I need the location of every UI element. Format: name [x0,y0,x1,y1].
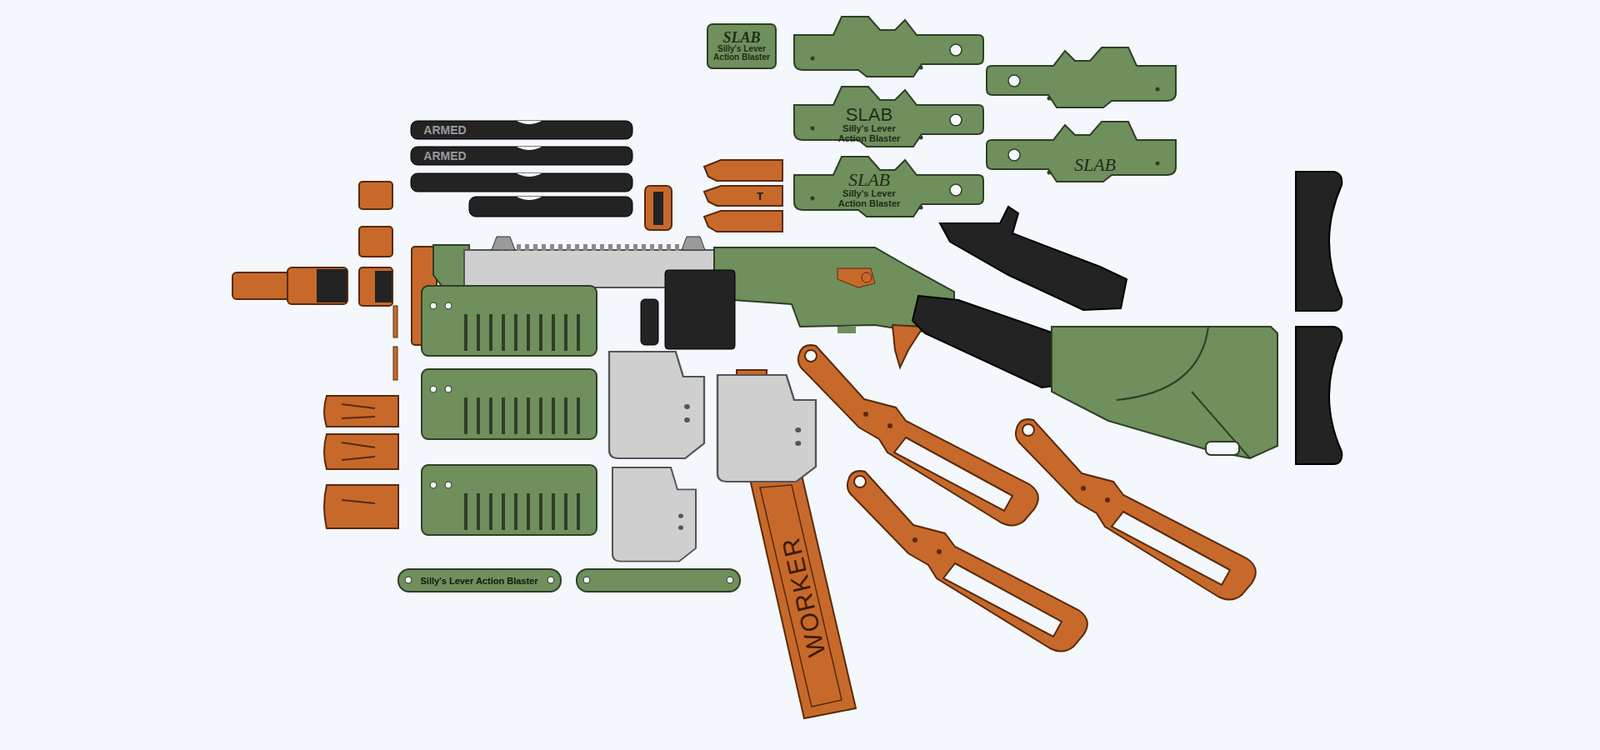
side-plate: SLABSilly's Lever Action Blaster [828,105,910,145]
part-label: Silly's Lever Action Blaster [420,576,539,586]
sling-strap: Silly's Lever Action Blaster [418,575,541,587]
armed-bar: ARMED [420,123,469,137]
logo-plate: SLABSilly's Lever Action Blaster [706,29,777,64]
side-plate: SLAB [1071,155,1119,175]
part-label: SLAB [1074,155,1116,175]
part-logo: SLAB [830,105,908,125]
magazine-body: WORKER [775,531,831,662]
part-label: Silly's Lever Action Blaster [830,124,908,144]
orange-part: T [754,190,766,203]
part-label: Silly's Lever Action Blaster [830,189,908,209]
part-label: ARMED [423,150,466,162]
side-plate: SLABSilly's Lever Action Blaster [828,170,910,210]
part-label: Silly's Lever Action Blaster [709,45,775,63]
part-label: ARMED [423,124,466,136]
part-label: WORKER [777,534,830,660]
armed-bar: ARMED [420,149,469,163]
part-label: T [756,190,764,202]
part-logo: SLAB [709,30,775,45]
part-logo: SLAB [830,170,908,190]
